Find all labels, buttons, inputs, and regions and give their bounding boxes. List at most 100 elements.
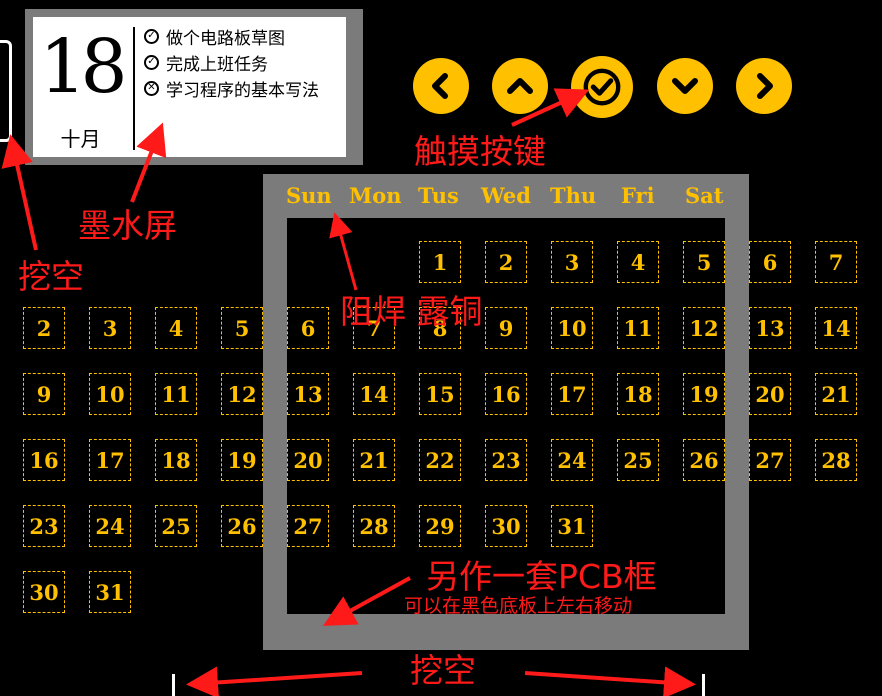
day-cell: 29 xyxy=(419,505,461,547)
annotation-eink: 墨水屏 xyxy=(78,206,177,245)
day-cell: 12 xyxy=(221,373,263,415)
day-cell: 27 xyxy=(749,439,791,481)
annotation-cutout-left: 挖空 xyxy=(18,257,84,296)
day-cell: 16 xyxy=(23,439,65,481)
day-cell: 20 xyxy=(287,439,329,481)
day-cell: 26 xyxy=(221,505,263,547)
day-cell: 12 xyxy=(683,307,725,349)
day-cell: 3 xyxy=(89,307,131,349)
day-cell: 18 xyxy=(617,373,659,415)
day-cell: 7 xyxy=(353,307,395,349)
day-cell: 9 xyxy=(23,373,65,415)
day-cell: 28 xyxy=(815,439,857,481)
todo-list: ✓ 做个电路板草图 ✓ 完成上班任务 ✕ 学习程序的基本写法 xyxy=(144,23,344,101)
pcb-frame[interactable] xyxy=(263,174,749,650)
weekday-label: Fri xyxy=(621,183,655,208)
chevron-right-icon xyxy=(757,73,773,99)
todo-item: ✕ 学习程序的基本写法 xyxy=(144,75,344,101)
day-cell: 24 xyxy=(551,439,593,481)
day-cell: 28 xyxy=(353,505,395,547)
weekday-label: Sun xyxy=(286,183,332,208)
day-cell: 16 xyxy=(485,373,527,415)
todo-text: 学习程序的基本写法 xyxy=(166,80,319,101)
day-cell: 26 xyxy=(683,439,725,481)
day-cell: 19 xyxy=(221,439,263,481)
day-cell: 17 xyxy=(551,373,593,415)
weekday-label: Mon xyxy=(349,183,402,208)
day-cell: 13 xyxy=(749,307,791,349)
cutout-edge-left xyxy=(172,674,175,696)
day-cell: 22 xyxy=(419,439,461,481)
day-cell: 27 xyxy=(287,505,329,547)
day-cell: 20 xyxy=(749,373,791,415)
exposed-copper-window xyxy=(287,218,725,614)
day-cell: 17 xyxy=(89,439,131,481)
day-cell: 23 xyxy=(485,439,527,481)
day-cell: 24 xyxy=(89,505,131,547)
arrow-eink xyxy=(130,122,167,203)
day-cell: 2 xyxy=(485,241,527,283)
up-button[interactable] xyxy=(492,58,548,114)
arrow-touch-keys xyxy=(511,88,590,127)
day-cell: 19 xyxy=(683,373,725,415)
todo-text: 做个电路板草图 xyxy=(166,28,285,49)
day-cell: 25 xyxy=(617,439,659,481)
left-button[interactable] xyxy=(413,58,469,114)
day-cell: 14 xyxy=(815,307,857,349)
arrow-cutout-bottom-right xyxy=(524,666,696,696)
arrow-cutout-bottom-left xyxy=(186,666,363,696)
day-cell: 4 xyxy=(617,241,659,283)
divider xyxy=(133,27,135,150)
day-cell: 21 xyxy=(815,373,857,415)
day-cell: 7 xyxy=(815,241,857,283)
chevron-left-icon xyxy=(432,73,448,99)
annotation-pcb-frame: 另作一套PCB框 xyxy=(426,557,657,596)
day-cell: 2 xyxy=(23,307,65,349)
day-cell: 23 xyxy=(23,505,65,547)
eink-screen: 18 十月 ✓ 做个电路板草图 ✓ 完成上班任务 ✕ 学习程序的基本写法 xyxy=(33,17,346,157)
day-cell: 10 xyxy=(551,307,593,349)
day-cell: 30 xyxy=(23,571,65,613)
arrow-solder-mask xyxy=(329,212,358,291)
arrow-cutout-left xyxy=(1,134,38,251)
check-circle-icon: ✓ xyxy=(144,54,159,70)
weekday-label: Thu xyxy=(550,183,597,208)
arrow-pcb-frame xyxy=(322,576,411,626)
eink-display: 18 十月 ✓ 做个电路板草图 ✓ 完成上班任务 ✕ 学习程序的基本写法 xyxy=(25,9,363,165)
date-month: 十月 xyxy=(60,127,101,151)
chevron-up-icon xyxy=(507,78,533,94)
day-cell: 5 xyxy=(683,241,725,283)
date-day: 18 xyxy=(39,24,127,110)
weekday-label: Wed xyxy=(481,183,531,208)
right-button[interactable] xyxy=(736,58,792,114)
day-cell: 31 xyxy=(89,571,131,613)
annotation-touch-keys: 触摸按键 xyxy=(414,132,546,171)
day-cell: 18 xyxy=(155,439,197,481)
day-cell: 14 xyxy=(353,373,395,415)
day-cell: 6 xyxy=(749,241,791,283)
annotation-pcb-frame-note: 可以在黑色底板上左右移动 xyxy=(404,595,633,617)
day-cell: 9 xyxy=(485,307,527,349)
cutout-edge-right xyxy=(702,674,705,696)
day-cell: 11 xyxy=(617,307,659,349)
todo-item: ✓ 完成上班任务 xyxy=(144,49,344,75)
day-cell: 15 xyxy=(419,373,461,415)
day-cell: 31 xyxy=(551,505,593,547)
todo-item: ✓ 做个电路板草图 xyxy=(144,23,344,49)
day-cell: 8 xyxy=(419,307,461,349)
day-cell: 10 xyxy=(89,373,131,415)
weekday-label: Tus xyxy=(418,183,459,208)
weekday-label: Sat xyxy=(685,183,724,208)
day-cell: 6 xyxy=(287,307,329,349)
day-cell: 30 xyxy=(485,505,527,547)
day-cell: 25 xyxy=(155,505,197,547)
day-cell: 1 xyxy=(419,241,461,283)
annotation-cutout-bottom: 挖空 xyxy=(410,651,476,690)
day-cell: 5 xyxy=(221,307,263,349)
todo-text: 完成上班任务 xyxy=(166,54,268,75)
down-button[interactable] xyxy=(657,58,713,114)
check-circle-icon: ✓ xyxy=(144,28,159,44)
chevron-down-icon xyxy=(672,78,698,94)
day-cell: 21 xyxy=(353,439,395,481)
